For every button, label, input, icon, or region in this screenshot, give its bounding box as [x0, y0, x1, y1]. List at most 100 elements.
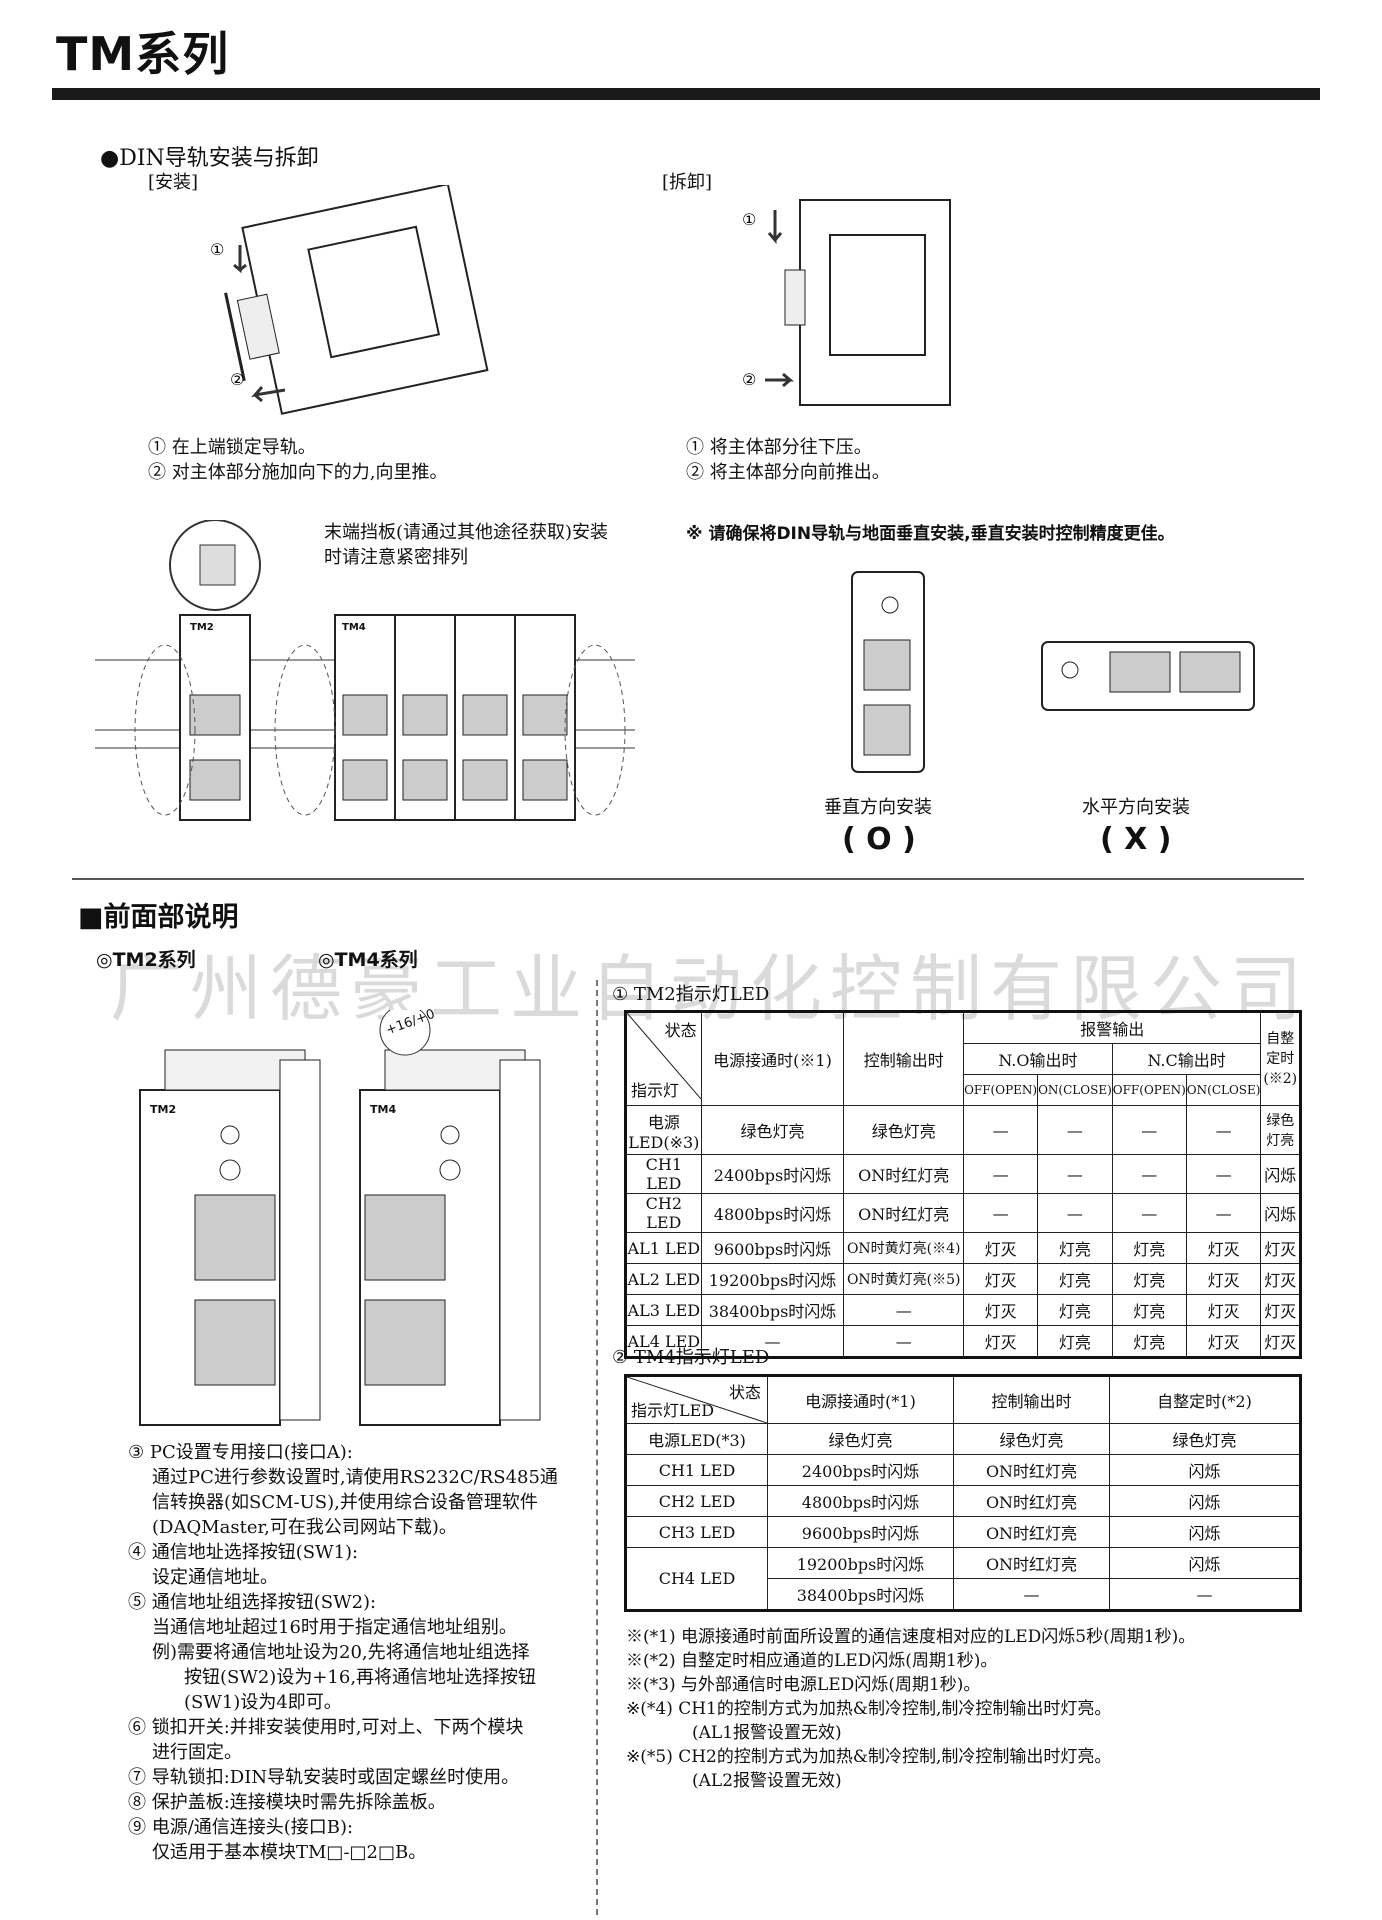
footnotes: ※(*1) 电源接通时前面所设置的通信速度相对应的LED闪烁5秒(周期1秒)。 …	[626, 1625, 1326, 1793]
table-cell: 灯亮	[1037, 1325, 1113, 1358]
table-cell: 灯灭	[963, 1263, 1039, 1295]
table-cell: 绿色灯亮	[843, 1105, 965, 1155]
table-row: CH1 LED 2400bps时闪烁 ON时红灯亮 闪烁	[625, 1454, 1301, 1486]
table-cell: —	[1037, 1154, 1113, 1194]
desc-line: ⑧ 保护盖板:连接模块时需先拆除盖板。	[128, 1792, 446, 1813]
remove-steps-list: ① 将主体部分往下压。 ② 将主体部分向前推出。	[686, 435, 890, 485]
front-tm2-label: TM2	[150, 1103, 177, 1116]
desc-line: ⑤ 通信地址组选择按钮(SW2):	[128, 1592, 377, 1613]
desc-line: 当通信地址超过16时用于指定通信地址组别。	[152, 1617, 517, 1638]
table-cell: ON时黄灯亮(※4)	[843, 1232, 965, 1264]
table-row: AL3 LED 38400bps时闪烁 — 灯灭 灯亮 灯亮 灯灭 灯灭	[625, 1294, 1301, 1326]
table-cell: ON时红灯亮	[953, 1485, 1110, 1517]
table-cell: —	[700, 1325, 845, 1358]
table-cell: 灯亮	[1111, 1325, 1187, 1358]
rail-diagram	[95, 520, 635, 821]
table-cell: ON时黄灯亮(※5)	[843, 1263, 965, 1295]
table-cell: 灯灭	[1260, 1263, 1301, 1295]
table-cell: ON时红灯亮	[953, 1516, 1110, 1548]
table-cell: 灯灭	[1185, 1325, 1262, 1358]
table-cell: —	[1037, 1105, 1113, 1155]
svg-text:①: ①	[210, 240, 224, 259]
table-row: CH3 LED 9600bps时闪烁 ON时红灯亮 闪烁	[625, 1516, 1301, 1548]
svg-text:①: ①	[742, 210, 756, 229]
table-cell: 灯亮	[1111, 1294, 1187, 1326]
tm2-corner-bottom: 指示灯	[631, 1081, 680, 1100]
svg-text:②: ②	[230, 370, 244, 389]
table-cell: AL3 LED	[625, 1294, 702, 1326]
tm4-corner-cell: 状态 指示灯LED	[625, 1375, 768, 1424]
table-cell: 19200bps时闪烁	[700, 1263, 845, 1295]
tm2-col-nc-on: ON(CLOSE)	[1185, 1074, 1262, 1106]
tm2-col-no-on: ON(CLOSE)	[1037, 1074, 1113, 1106]
section-divider	[72, 878, 1304, 880]
table-cell: —	[953, 1578, 1110, 1611]
column-divider	[596, 980, 599, 1915]
table-cell: —	[963, 1105, 1039, 1155]
desc-line: ③ PC设置专用接口(接口A):	[128, 1442, 353, 1463]
table-row: AL2 LED 19200bps时闪烁 ON时黄灯亮(※5) 灯灭 灯亮 灯亮 …	[625, 1263, 1301, 1295]
tm4-col-control: 控制输出时	[953, 1375, 1110, 1424]
front-panel-diagram	[139, 1010, 541, 1426]
table-row: CH1 LED 2400bps时闪烁 ON时红灯亮 — — — — 闪烁	[625, 1154, 1301, 1194]
horizontal-label: 水平方向安装	[1082, 797, 1190, 818]
table-cell: CH2 LED	[625, 1193, 702, 1233]
table-cell: 9600bps时闪烁	[700, 1232, 845, 1264]
table-cell: 2400bps时闪烁	[700, 1154, 845, 1194]
table-cell: 灯灭	[963, 1325, 1039, 1358]
desc-line: ⑥ 锁扣开关:并排安装使用时,可对上、下两个模块	[128, 1717, 524, 1738]
table-cell: 绿色灯亮	[1260, 1105, 1301, 1155]
table-cell: CH4 LED	[625, 1547, 768, 1611]
desc-line: 信转换器(如SCM-US),并使用综合设备管理软件	[152, 1492, 538, 1513]
install-step-1-text: ① 在上端锁定导轨。	[148, 437, 316, 458]
din-heading: ●DIN导轨安装与拆卸	[100, 146, 319, 171]
desc-line: ④ 通信地址选择按钮(SW1):	[128, 1542, 359, 1563]
desc-line: 按钮(SW2)设为+16,再将通信地址选择按钮	[184, 1667, 537, 1688]
footnote: ※(*1) 电源接通时前面所设置的通信速度相对应的LED闪烁5秒(周期1秒)。	[626, 1627, 1196, 1647]
table-cell: 4800bps时闪烁	[700, 1193, 845, 1233]
table-cell: 绿色灯亮	[767, 1423, 954, 1455]
table-cell: 闪烁	[1260, 1193, 1301, 1233]
table-cell: ON时红灯亮	[953, 1454, 1110, 1486]
table-cell: 38400bps时闪烁	[767, 1578, 954, 1611]
table-cell: ON时红灯亮	[843, 1154, 965, 1194]
table-cell: 灯灭	[1185, 1263, 1262, 1295]
remove-diagram: ① ②	[742, 199, 951, 406]
desc-line: 设定通信地址。	[152, 1567, 278, 1588]
table-cell: 4800bps时闪烁	[767, 1485, 954, 1517]
table-cell: 灯灭	[963, 1232, 1039, 1264]
vertical-mark: ( O )	[842, 822, 916, 857]
install-step-2-text: ② 对主体部分施加向下的力,向里推。	[148, 462, 448, 483]
tm2-series-label: ◎TM2系列	[96, 949, 196, 971]
tm2-col-nc-off: OFF(OPEN)	[1111, 1074, 1187, 1106]
table-cell: 闪烁	[1109, 1547, 1301, 1579]
table-cell: —	[1111, 1193, 1187, 1233]
svg-text:②: ②	[742, 370, 756, 389]
rail-tm4-label: TM4	[342, 622, 366, 633]
table-cell: 灯灭	[1185, 1232, 1262, 1264]
front-descriptions: ③ PC设置专用接口(接口A): 通过PC进行参数设置时,请使用RS232C/R…	[128, 1440, 588, 1865]
table-cell: 19200bps时闪烁	[767, 1547, 954, 1579]
table-cell: 电源LED(*3)	[625, 1423, 768, 1455]
table-cell: AL4 LED	[625, 1325, 702, 1358]
table-cell: —	[1037, 1193, 1113, 1233]
footnote: (AL2报警设置无效)	[692, 1771, 842, 1791]
table-cell: 灯亮	[1037, 1294, 1113, 1326]
tm2-led-table: 状态 指示灯 电源接通时(※1) 控制输出时 报警输出 自整定时(※2) N.O…	[624, 1010, 1302, 1359]
desc-line: (DAQMaster,可在我公司网站下载)。	[152, 1517, 457, 1538]
table-cell: —	[963, 1154, 1039, 1194]
rail-tm2-label: TM2	[190, 622, 214, 633]
vertical-label: 垂直方向安装	[824, 797, 932, 818]
tm4-col-power: 电源接通时(*1)	[767, 1375, 954, 1424]
table-cell: AL2 LED	[625, 1263, 702, 1295]
table-cell: —	[1185, 1105, 1262, 1155]
table-cell: AL1 LED	[625, 1232, 702, 1264]
horizontal-mark: ( X )	[1100, 822, 1172, 857]
remove-step-1-text: ① 将主体部分往下压。	[686, 437, 872, 458]
tm4-table-caption: ② TM4指示灯LED	[612, 1347, 770, 1368]
tm2-table-caption: ① TM2指示灯LED	[612, 984, 770, 1005]
table-cell: 灯亮	[1037, 1232, 1113, 1264]
table-cell: 电源LED(※3)	[625, 1105, 702, 1155]
desc-line: ⑨ 电源/通信连接头(接口B):	[128, 1817, 354, 1838]
front-tm4-label: TM4	[370, 1103, 397, 1116]
